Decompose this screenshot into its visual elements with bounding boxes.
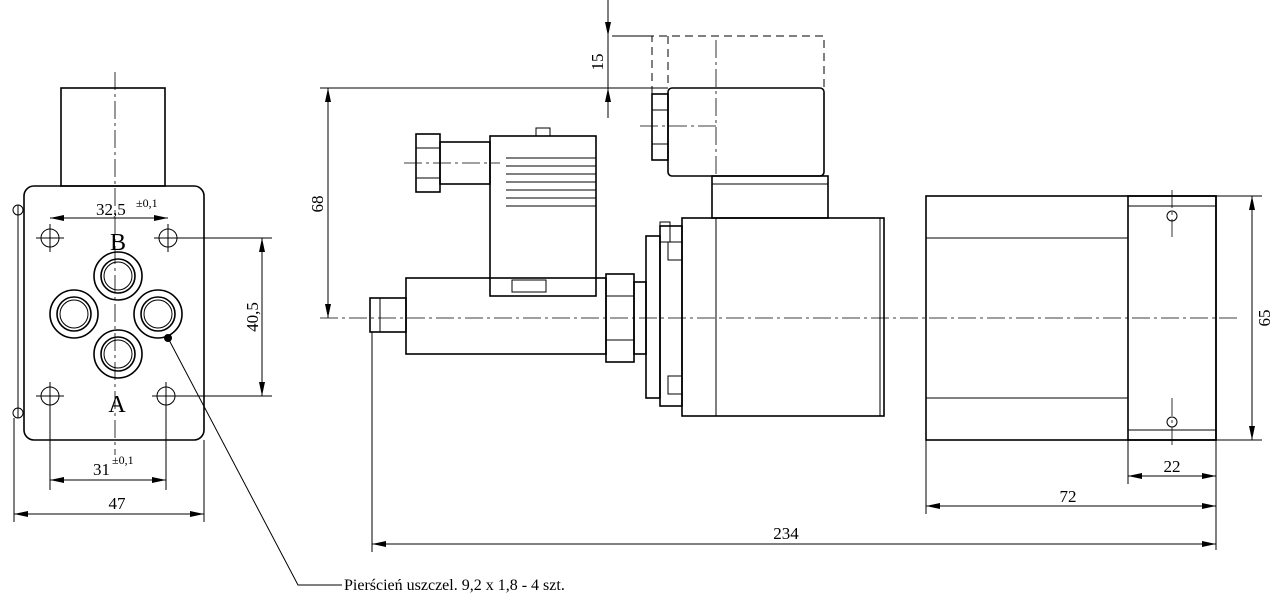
dim-40-5-value: 40,5 bbox=[243, 302, 262, 332]
seal-callout-text: Pierścień uszczel. 9,2 x 1,8 - 4 szt. bbox=[344, 577, 565, 594]
valve-flange bbox=[645, 235, 661, 399]
dim-15-value: 15 bbox=[588, 54, 607, 71]
small-coil-housing bbox=[489, 135, 597, 297]
solenoid-tube bbox=[405, 277, 607, 355]
tube-end-cap bbox=[369, 297, 407, 333]
port-circles bbox=[49, 251, 183, 379]
port-b-label: B bbox=[110, 230, 126, 256]
front-connector-block bbox=[60, 87, 166, 187]
dim-234-value: 234 bbox=[773, 524, 799, 543]
front-view: B A 32,5 ±0,1 40,5 31 ±0,1 47 Pierścień … bbox=[12, 72, 565, 594]
seal-leader-line bbox=[167, 337, 342, 586]
dim-72-value: 72 bbox=[1060, 487, 1077, 506]
front-body bbox=[23, 185, 205, 441]
dim-22-value: 22 bbox=[1164, 457, 1181, 476]
dim-32-5-value: 32,5 bbox=[96, 200, 126, 219]
port-a-label: A bbox=[108, 392, 126, 418]
dim-32-5-tolerance: ±0,1 bbox=[136, 196, 158, 210]
large-connector-gland bbox=[651, 93, 669, 161]
dim-31-value: 31 bbox=[93, 460, 110, 479]
side-view: 15 68 65 22 72 234 bbox=[308, 0, 1274, 552]
large-connector-housing bbox=[667, 87, 825, 177]
large-connector-base bbox=[711, 175, 829, 219]
connector-removal-outline bbox=[651, 35, 825, 94]
dim-47-value: 47 bbox=[109, 494, 127, 513]
dim-65-value: 65 bbox=[1255, 310, 1274, 327]
valve-body bbox=[681, 217, 885, 417]
dim-68-value: 68 bbox=[308, 196, 327, 213]
dim-31-tolerance: ±0,1 bbox=[112, 453, 134, 467]
